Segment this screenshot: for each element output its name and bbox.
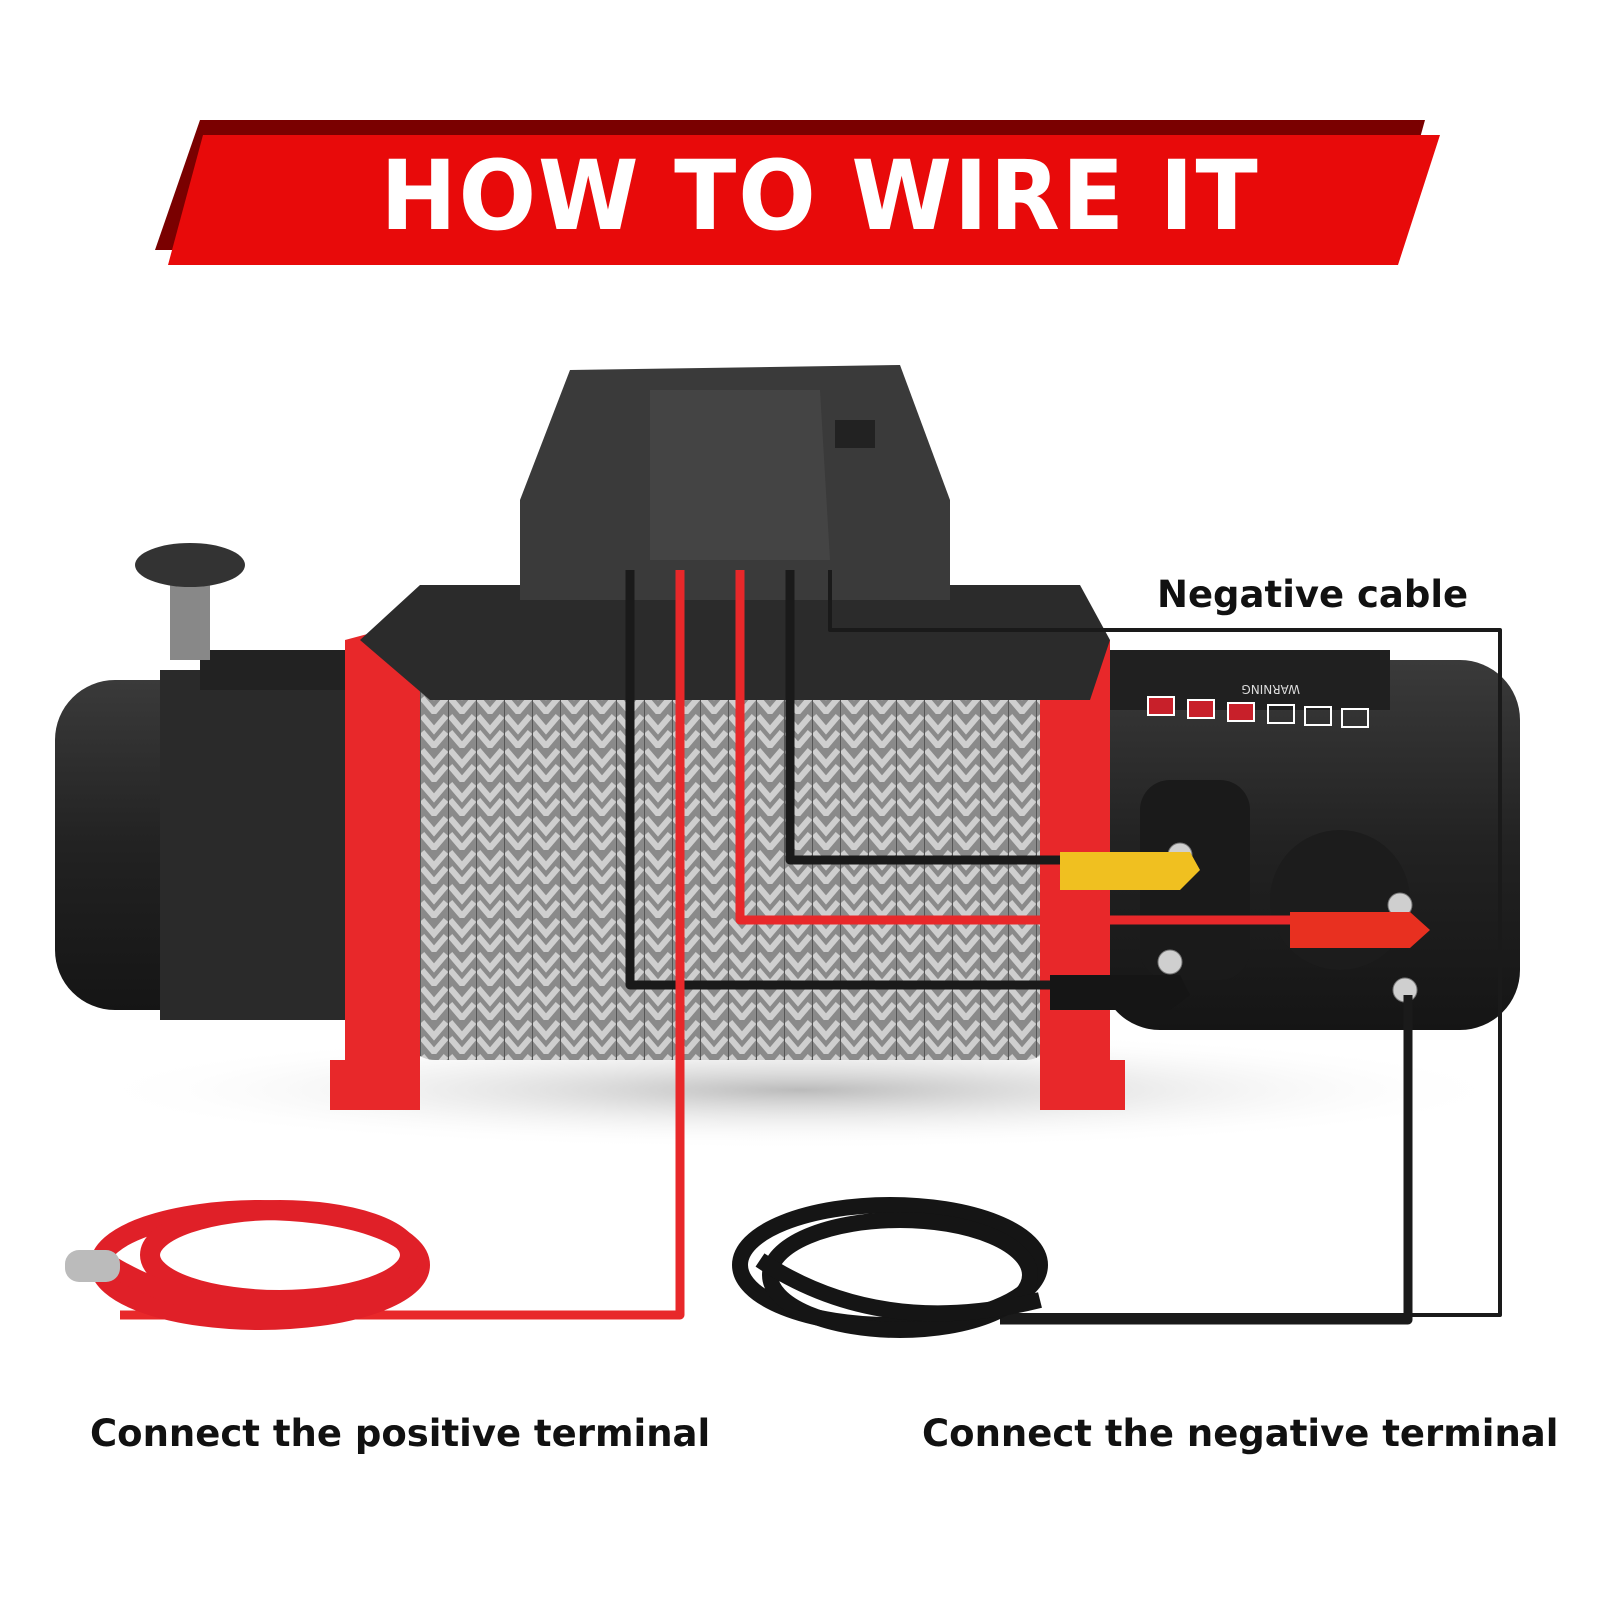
banner-body [168,135,1440,265]
winch-gearbox: WARNING [1100,650,1520,1030]
title-banner [155,120,1440,265]
winch-motor [55,650,355,1020]
positive-battery-cable [90,1200,430,1330]
positive-terminal-label: Connect the positive terminal [90,1412,711,1455]
control-box [520,365,950,600]
page-title: HOW TO WIRE IT [380,140,1260,252]
black-wire-yellow-terminal [785,570,1070,865]
red-terminal-cap [1290,912,1430,948]
synthetic-rope-drum [405,680,1055,1060]
positive-ring-lug [65,1250,120,1282]
black-terminal-cap [1050,975,1190,1010]
warning-label: WARNING [1241,682,1300,696]
negative-cable-label: Negative cable [1157,573,1469,616]
negative-terminal-label: Connect the negative terminal [922,1412,1559,1455]
red-wire-to-positive [735,570,1300,925]
tie-bar [360,585,1110,700]
negative-terminal-wire [1000,995,1413,1325]
black-wire-lower [625,570,1170,990]
negative-battery-cable [732,1197,1048,1338]
yellow-terminal-cap [1060,852,1200,890]
clutch-lever [135,543,245,660]
negative-cable-pointer [828,570,1502,1317]
